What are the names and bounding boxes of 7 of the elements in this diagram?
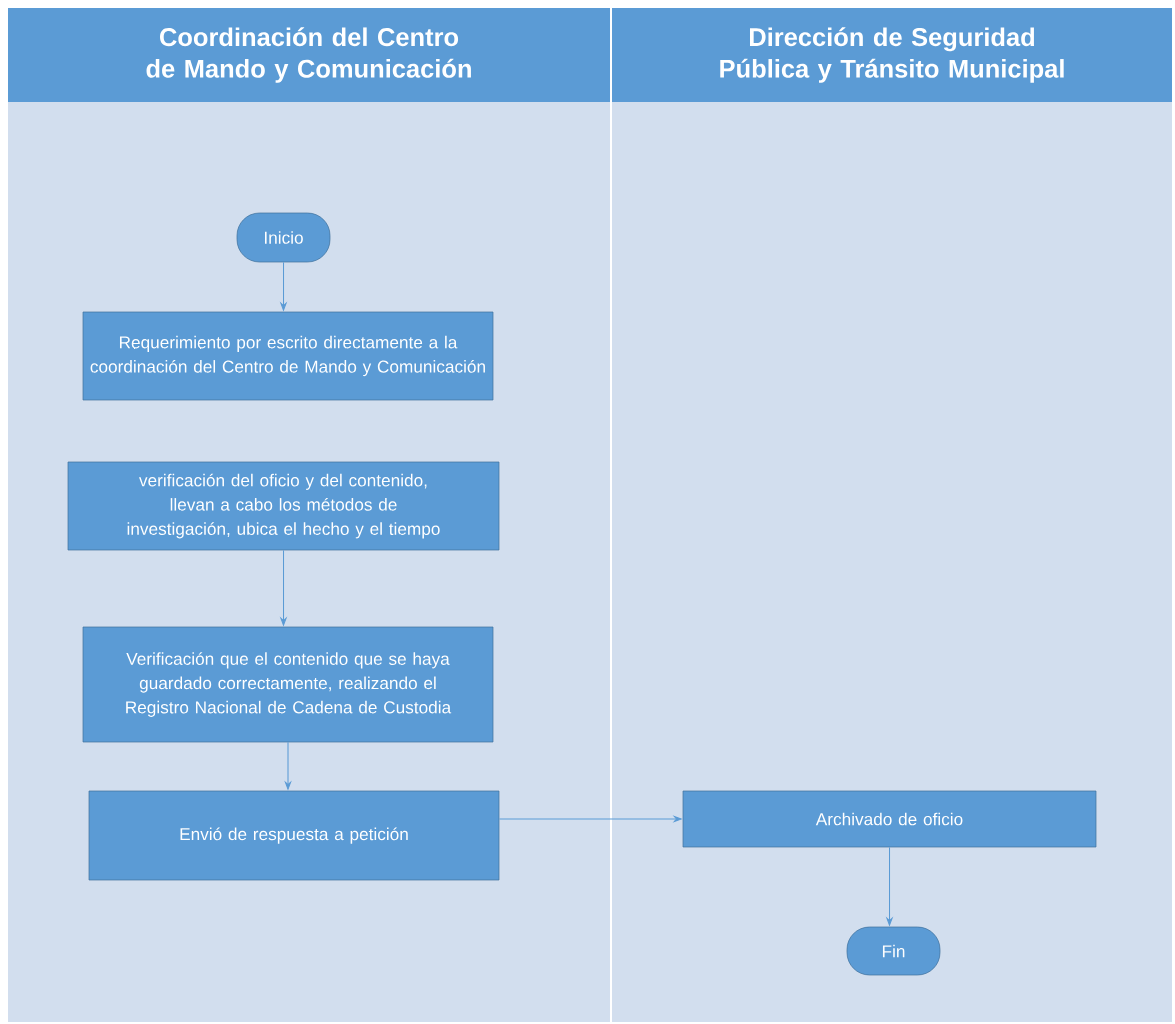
node-label: Dirección de Seguridad Pública y Tránsito Municipal [720,27,1064,83]
node-label: Coordinación del Centro de Mando y Comunicación [146,27,471,83]
process-box: Requerimiento por escrito directamente a la coordinación del Centro de Mando y Comunicación [82,311,494,401]
process-box: Verificación que el contenido que se haya guardado correctamente, realizando el Registro Nacional de Cadena de Custodia [82,626,494,743]
process-box: Archivado de oficio [682,790,1097,848]
process-box: verificación del oficio y del contenido, llevan a cabo los métodos de investigación, ubica el hecho y el tiempo [67,461,500,551]
process-box: Envió de respuesta a petición [88,790,500,881]
